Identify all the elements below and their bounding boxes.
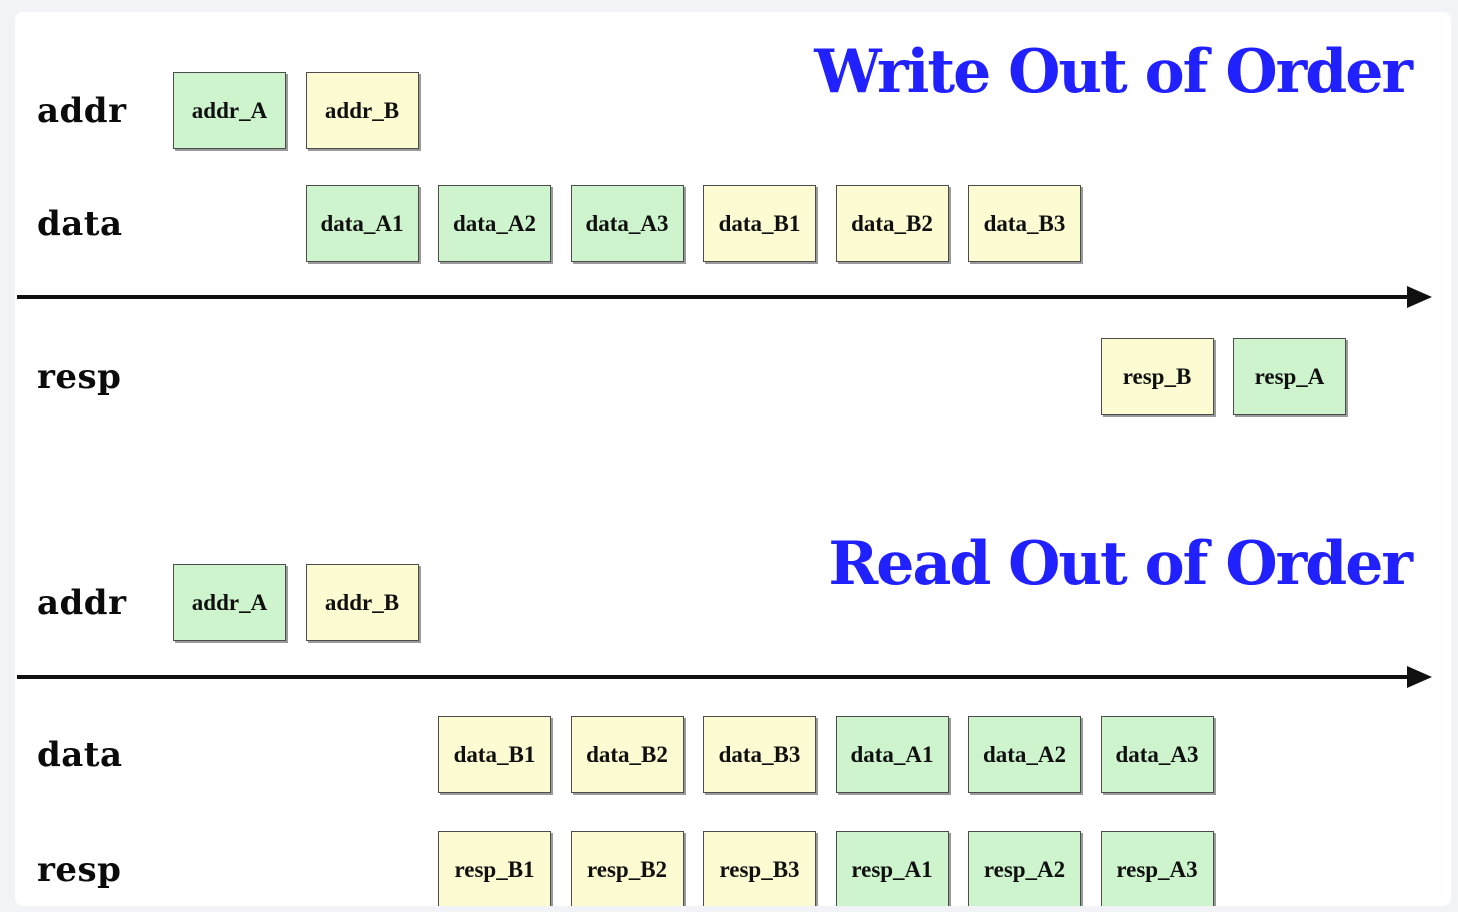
row-label-write-data: data <box>37 203 123 244</box>
timeline-arrow-read <box>17 666 1432 688</box>
transaction-box-read-data_A3: data_A3 <box>1100 716 1214 793</box>
arrowhead-icon <box>1407 666 1432 688</box>
transaction-box-read-data_B1: data_B1 <box>438 716 551 793</box>
timeline-arrow-write <box>17 286 1432 308</box>
row-label-read-addr: addr <box>37 582 127 623</box>
transaction-box-read-data_A1: data_A1 <box>835 716 949 793</box>
transaction-box-read-resp_A3: resp_A3 <box>1100 831 1214 906</box>
transaction-box-read-addr_B: addr_B <box>305 564 419 641</box>
row-label-read-resp: resp <box>37 849 122 890</box>
diagram-surface: Write Out of Order Read Out of Order add… <box>15 12 1451 906</box>
row-label-write-addr: addr <box>37 90 127 131</box>
transaction-box-read-data_A2: data_A2 <box>968 716 1081 793</box>
transaction-box-read-resp_B2: resp_B2 <box>570 831 684 906</box>
transaction-box-read-addr_A: addr_A <box>173 564 286 641</box>
transaction-box-write-resp_A: resp_A <box>1233 338 1346 415</box>
write-out-of-order-title: Write Out of Order <box>814 37 1413 107</box>
transaction-box-read-resp_A2: resp_A2 <box>968 831 1081 906</box>
transaction-box-write-data_A2: data_A2 <box>438 185 551 262</box>
transaction-box-read-resp_B1: resp_B1 <box>438 831 551 906</box>
transaction-box-write-data_B3: data_B3 <box>968 185 1081 262</box>
row-label-write-resp: resp <box>37 356 122 397</box>
transaction-box-write-data_A1: data_A1 <box>305 185 419 262</box>
transaction-box-read-resp_A1: resp_A1 <box>835 831 949 906</box>
transaction-box-write-resp_B: resp_B <box>1100 338 1214 415</box>
transaction-box-write-data_B1: data_B1 <box>703 185 816 262</box>
read-out-of-order-title: Read Out of Order <box>828 529 1413 599</box>
transaction-box-write-data_A3: data_A3 <box>570 185 684 262</box>
transaction-box-write-addr_A: addr_A <box>173 72 286 149</box>
arrowhead-icon <box>1407 286 1432 308</box>
transaction-box-write-data_B2: data_B2 <box>835 185 949 262</box>
transaction-box-write-addr_B: addr_B <box>305 72 419 149</box>
transaction-box-read-data_B3: data_B3 <box>703 716 816 793</box>
transaction-box-read-resp_B3: resp_B3 <box>703 831 816 906</box>
row-label-read-data: data <box>37 734 123 775</box>
transaction-box-read-data_B2: data_B2 <box>570 716 684 793</box>
